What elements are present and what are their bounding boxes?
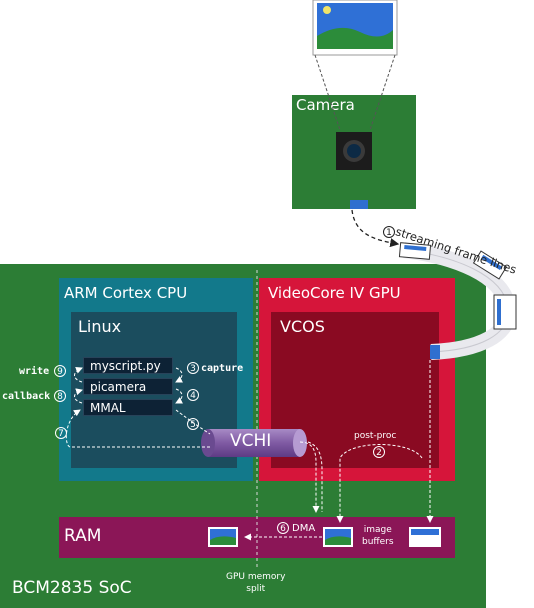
linux-label: Linux	[78, 317, 122, 336]
streaming-path	[351, 209, 400, 248]
gpu-connector	[430, 345, 440, 359]
gpu-split-line1: GPU memory	[226, 572, 286, 582]
step-4-badge: 4	[187, 389, 199, 401]
gpu-split-label: GPU memory split	[226, 571, 285, 595]
vchi-label: VCHI	[230, 431, 272, 451]
camera-sensor-icon	[336, 132, 372, 170]
soc-label: BCM2835 SoC	[12, 578, 132, 598]
photo-thumbnail-icon	[312, 0, 398, 56]
ram-image-icon-3	[409, 527, 441, 547]
vchi-cylinder	[201, 429, 307, 457]
cpu-label: ARM Cortex CPU	[64, 284, 188, 302]
stack-row-mmal: MMAL	[83, 399, 173, 416]
image-buffers-line1: image	[363, 525, 392, 535]
gpu-split-line2: split	[246, 584, 266, 594]
projection-line-left	[314, 54, 341, 131]
camera-label: Camera	[296, 96, 355, 114]
step-2-badge: 2	[373, 446, 385, 458]
step-9-label: write	[19, 366, 50, 377]
stack-row-picamera: picamera	[83, 378, 173, 395]
step-6-label: DMA	[292, 523, 316, 534]
projection-line-right	[369, 54, 396, 131]
step-3-badge: 3	[187, 362, 199, 374]
image-buffers-line2: buffers	[362, 537, 394, 547]
step-7-badge: 7	[55, 427, 67, 439]
stack-row-myscript: myscript.py	[83, 357, 173, 374]
image-buffers-label: image buffers	[362, 524, 394, 548]
camera-connector	[350, 200, 368, 209]
step-5-badge: 5	[187, 418, 199, 430]
step-8-badge: 8	[54, 390, 66, 402]
step-6-badge: 6	[277, 522, 289, 534]
vcos-label: VCOS	[280, 317, 325, 336]
step-2-label: post-proc	[354, 431, 397, 441]
gpu-label: VideoCore IV GPU	[268, 284, 401, 302]
ram-image-icon-2	[323, 527, 353, 547]
ram-image-icon-1	[208, 527, 238, 547]
step-3-label: capture	[201, 363, 244, 374]
step-9-badge: 9	[54, 365, 66, 377]
step-8-label: callback	[2, 391, 51, 402]
ram-label: RAM	[64, 526, 102, 546]
step-1-badge: 1	[383, 226, 395, 238]
